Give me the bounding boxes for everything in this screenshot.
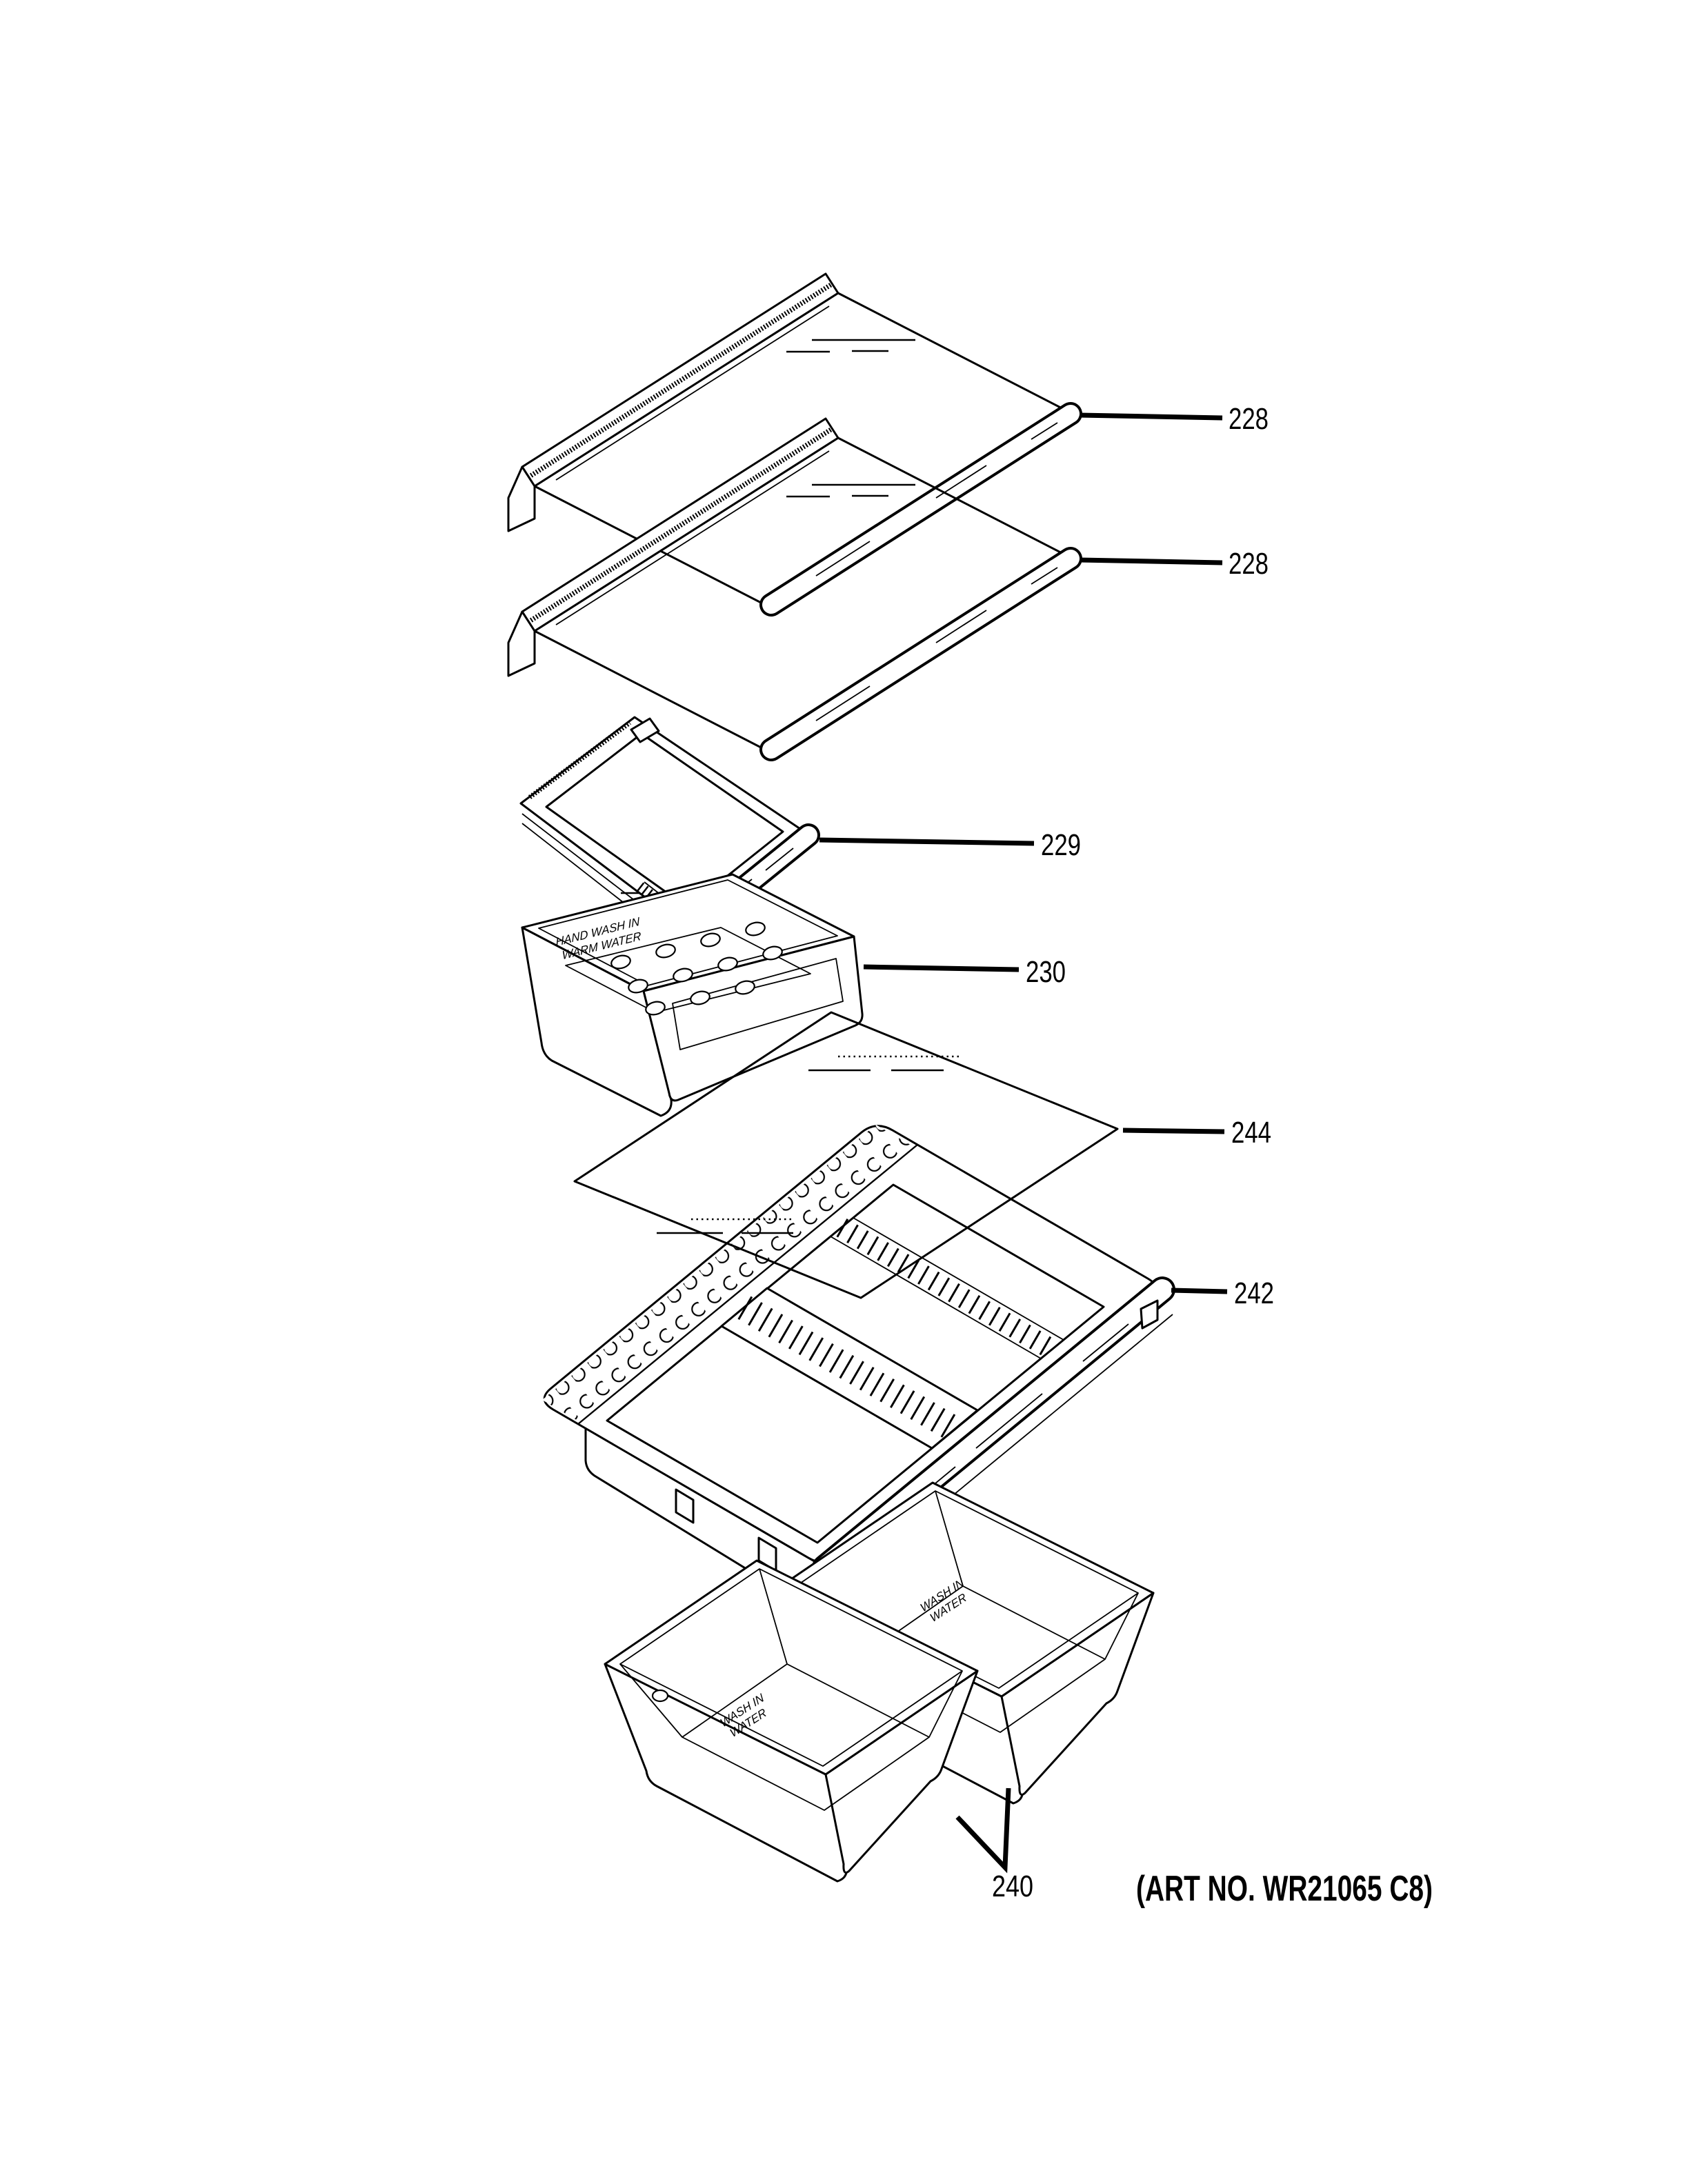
part-glass-shelf-lower xyxy=(507,417,1082,906)
rail-hatching xyxy=(527,282,833,479)
callout-242: 242 xyxy=(1234,1276,1274,1310)
callout-228-lower: 228 xyxy=(1229,547,1269,581)
leader-line-242 xyxy=(1171,1288,1228,1294)
drawer-vent-holes xyxy=(610,921,783,1016)
part-crisper-cover-glass xyxy=(573,1011,1119,1299)
callout-228-upper: 228 xyxy=(1229,402,1269,436)
frame-inner-opening xyxy=(545,732,784,909)
rail-hatching xyxy=(527,427,833,624)
drawer-rim xyxy=(521,873,855,992)
glass-pane xyxy=(573,1011,1119,1299)
glass-reflections xyxy=(786,339,915,353)
assembly-center-beam xyxy=(720,1287,979,1450)
leader-line-228-lower xyxy=(1079,557,1223,565)
callout-244: 244 xyxy=(1231,1116,1271,1150)
glass-reflections xyxy=(657,1055,960,1234)
frame-hatching xyxy=(528,721,632,799)
leader-line-244 xyxy=(1122,1128,1225,1134)
frame-clip xyxy=(630,717,660,743)
vent-hole-band xyxy=(542,1125,917,1424)
drawer-front-panel xyxy=(672,958,844,1050)
bar-end-tab xyxy=(1140,1299,1159,1330)
glass-edge-line xyxy=(555,450,830,625)
drawer-front-left-face xyxy=(521,926,673,1117)
leader-line-228-upper xyxy=(1079,412,1223,421)
art-number: (ART NO. WR21065 C8) xyxy=(1136,1869,1433,1909)
callout-240: 240 xyxy=(992,1870,1033,1903)
part-crisper-drawer-left: WASH IN WATER xyxy=(604,1559,979,1883)
band-inner-edge xyxy=(577,1144,918,1425)
drawer-rim xyxy=(604,1559,979,1776)
drawer-floor xyxy=(565,927,811,1013)
drawer-screw-hole xyxy=(651,1689,669,1703)
callouts: 228 228 229 230 244 242 240 (ART NO. WR2… xyxy=(819,402,1433,1909)
shelf-front-trim xyxy=(759,547,1082,761)
drawer-front-right-face xyxy=(824,1670,979,1874)
rail-end-hook xyxy=(507,610,536,677)
assembly-right-comb xyxy=(830,1217,1064,1359)
leader-fork-240 xyxy=(955,1787,1011,1874)
assembly-foot-tab xyxy=(675,1488,695,1524)
rail-end-hook xyxy=(507,465,536,532)
drawer-front-right-face xyxy=(1000,1592,1155,1796)
glass-edge-line xyxy=(555,305,830,481)
callout-230: 230 xyxy=(1026,955,1066,989)
callout-229: 229 xyxy=(1041,828,1081,862)
assembly-inner-opening xyxy=(606,1183,1105,1544)
drawer-rim-inner xyxy=(538,879,838,986)
leader-line-229 xyxy=(819,837,1035,846)
part-snack-drawer: HAND WASH IN WARM WATER xyxy=(521,873,864,1117)
leader-line-230 xyxy=(863,964,1020,972)
part-glass-shelf-upper xyxy=(507,272,1082,617)
